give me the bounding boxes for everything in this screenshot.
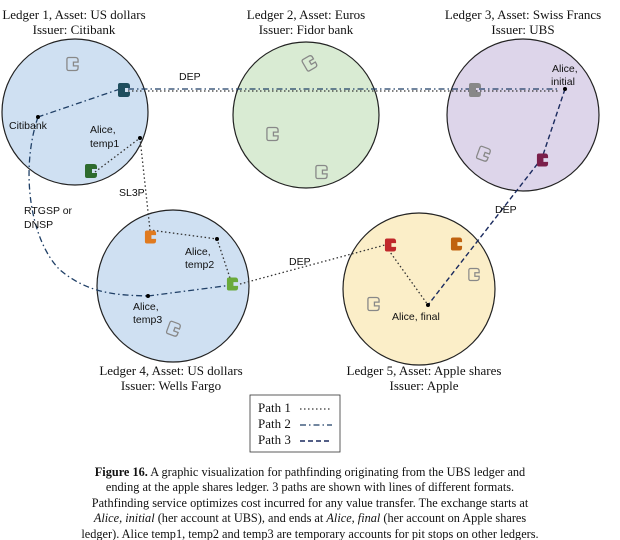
alice-final-label: Alice, final: [392, 311, 440, 323]
alice-initial-label-1: Alice,: [552, 63, 578, 75]
alice-temp2-label-2: temp2: [185, 259, 214, 271]
alice-initial-dot: [563, 87, 567, 91]
ledger-1-circle: [1, 38, 149, 186]
edge-dep-right: DEP: [495, 204, 517, 216]
alice-temp1-label-2: temp1: [90, 138, 119, 150]
ledger-2-circle: [232, 41, 380, 189]
legend-path-3-label: Path 3: [258, 432, 291, 447]
alice-temp2-label-1: Alice,: [185, 246, 211, 258]
edge-rtgsp-1: RTGSP or: [24, 205, 73, 217]
ledger-1-title: Ledger 1, Asset: US dollars: [2, 7, 145, 22]
ledger-3-issuer: Issuer: UBS: [491, 22, 554, 37]
alice-initial-label-2: initial: [551, 76, 575, 88]
ledger-5-issuer: Issuer: Apple: [390, 378, 459, 393]
ledger-2-title: Ledger 2, Asset: Euros: [247, 7, 365, 22]
caption-line-4-mid: (her account at UBS), and ends at: [154, 511, 327, 526]
ledger-3-title: Ledger 3, Asset: Swiss Francs: [445, 7, 601, 22]
citibank-label: Citibank: [9, 120, 48, 132]
legend: Path 1 Path 2 Path 3: [249, 394, 341, 453]
ledger-5-circle: [342, 212, 496, 366]
caption-alice-initial: Alice, initial: [93, 511, 155, 526]
legend-path-2-label: Path 2: [258, 416, 291, 431]
alice-temp3-label-2: temp3: [133, 314, 162, 326]
caption-line-5: ledger). Alice temp1, temp2 and temp3 ar…: [81, 526, 539, 540]
citibank-dot: [36, 115, 40, 119]
caption-line-4-end: (her account on Apple shares: [380, 511, 527, 526]
alice-temp1-label-1: Alice,: [90, 124, 116, 136]
ledger-1-issuer: Issuer: Citibank: [33, 22, 116, 37]
path-1-line: [94, 136, 233, 285]
path-2-line: [28, 116, 149, 297]
caption-line-1-text: A graphic visualization for pathfinding …: [147, 465, 526, 479]
ledger-4-title: Ledger 4, Asset: US dollars: [99, 363, 242, 378]
ledger-5-title: Ledger 5, Asset: Apple shares: [347, 363, 502, 378]
ledger-2-issuer: Issuer: Fidor bank: [259, 22, 354, 37]
alice-temp3-dot: [146, 294, 150, 298]
alice-temp1-dot: [138, 136, 142, 140]
caption-line-3: Pathfinding service optimizes cost incur…: [91, 495, 529, 510]
path-2-line: [147, 284, 233, 297]
edge-rtgsp-2: DNSP: [24, 219, 53, 231]
path-2-line: [37, 88, 121, 118]
ledger-3-circle: [446, 38, 600, 192]
figure-caption: Figure 16. A graphic visualization for p…: [40, 465, 580, 540]
caption-alice-final: Alice, final: [326, 511, 381, 526]
caption-line-4: Alice, initial (her account at UBS), and…: [40, 511, 580, 526]
edge-sl3p: SL3P: [119, 187, 145, 199]
caption-line-2: ending at the apple shares ledger. 3 pat…: [105, 480, 515, 495]
legend-path-1-label: Path 1: [258, 400, 291, 415]
figure-label: Figure 16.: [94, 465, 148, 479]
alice-final-dot: [426, 303, 430, 307]
edge-dep-top: DEP: [179, 71, 201, 83]
ledger-4-circle: [96, 209, 250, 363]
edge-dep-mid: DEP: [289, 256, 311, 268]
ledger-4-issuer: Issuer: Wells Fargo: [121, 378, 221, 393]
alice-temp2-dot: [215, 237, 219, 241]
caption-line-1: Figure 16. A graphic visualization for p…: [40, 465, 580, 480]
alice-temp3-label-1: Alice,: [133, 301, 159, 313]
